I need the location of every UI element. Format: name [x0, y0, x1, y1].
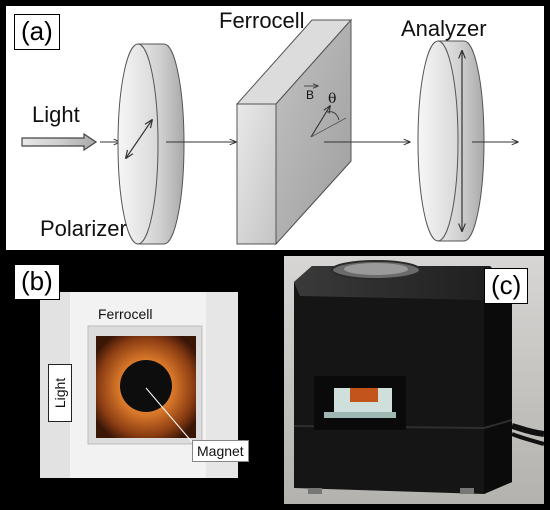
panel-b-ferrocell-photo: (b) Ferrocell Light Magnet [6, 256, 278, 504]
panel-b-label: (b) [14, 264, 60, 300]
power-cable [511, 423, 544, 437]
magnet-shadow [120, 360, 172, 412]
ferrocell-photo-label: Ferrocell [98, 306, 153, 322]
b-vector-label: B [306, 88, 315, 102]
foot [308, 488, 322, 494]
light-label: Light [32, 102, 80, 127]
panel-c-device-photo: (c) [284, 256, 544, 504]
ferrocell-box [235, 18, 353, 246]
ferrocell-in-slot [350, 388, 378, 402]
magnet-label: Magnet [192, 440, 249, 462]
theta-label: θ [328, 91, 337, 107]
ferrocell-label: Ferrocell [219, 8, 305, 33]
b-field-arrow [310, 106, 330, 138]
theta-arc [326, 111, 340, 121]
light-photo-label-box: Light [48, 364, 72, 422]
panel-c-label: (c) [484, 268, 529, 304]
panel-a-label: (a) [14, 14, 60, 50]
light-photo-label: Light [52, 377, 68, 409]
analyzer-disk [417, 40, 485, 242]
polarizer-disk [117, 43, 185, 245]
polarizer-axis-arrow [126, 120, 152, 158]
angle-reference-line [310, 117, 347, 138]
device-photo [284, 256, 544, 504]
lens-glass [344, 263, 408, 275]
panel-a-optical-setup: (a) Light Polarizer Ferrocell Analyzer B… [6, 6, 544, 250]
polarizer-label: Polarizer [40, 216, 127, 241]
analyzer-label: Analyzer [401, 16, 487, 41]
foot [460, 488, 474, 494]
optical-setup-diagram [21, 18, 544, 246]
light-beam-arrow [21, 132, 98, 152]
magnet-pointer [145, 387, 193, 443]
